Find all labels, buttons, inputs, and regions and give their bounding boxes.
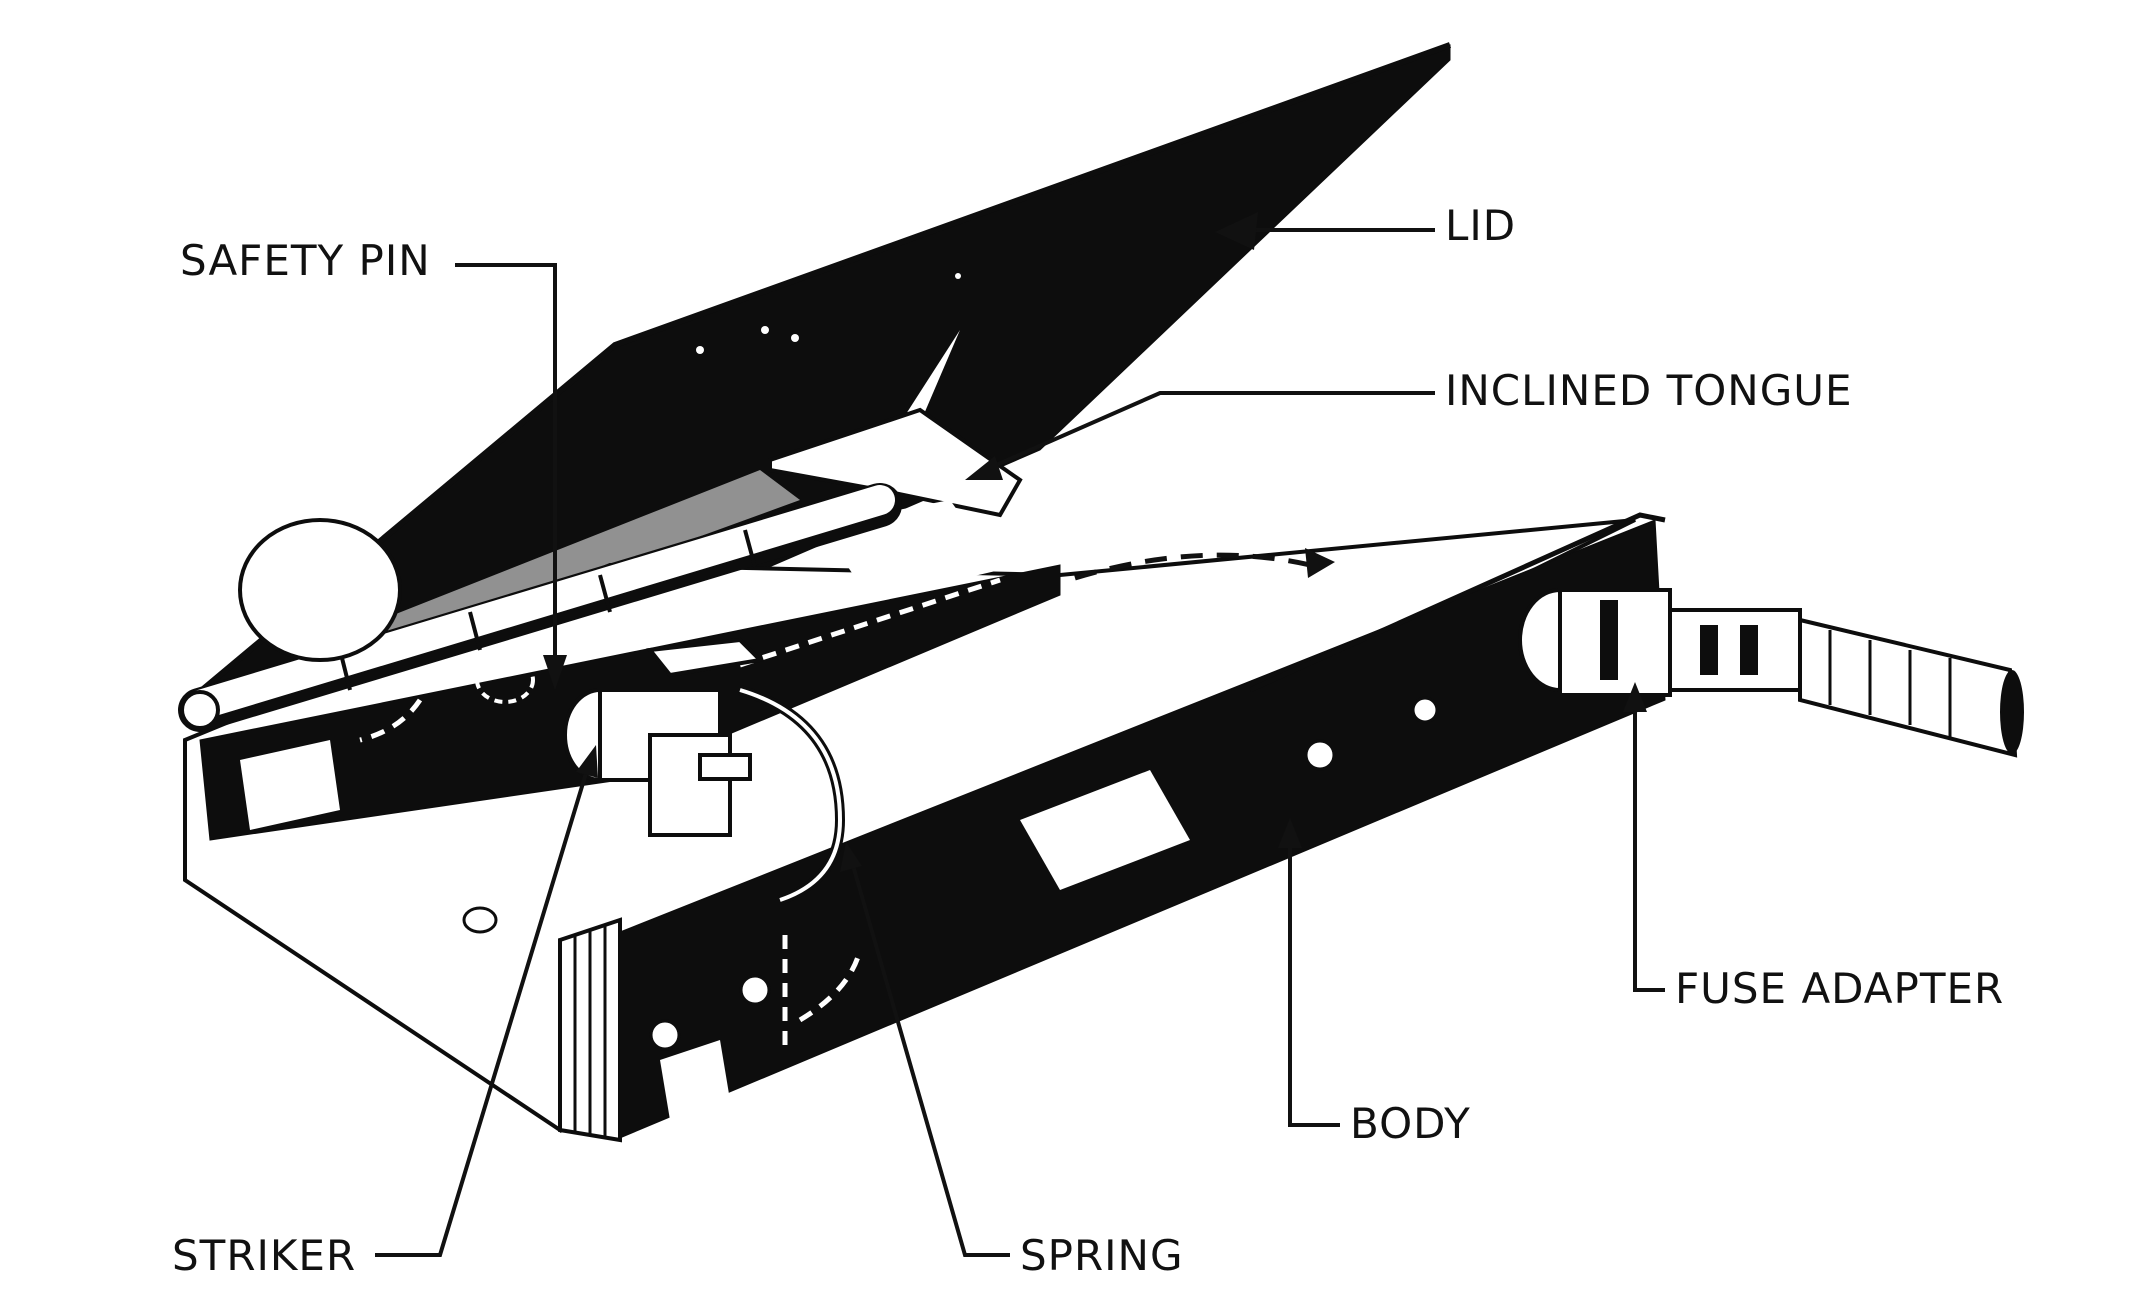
label-safety-pin: SAFETY PIN: [180, 236, 431, 285]
spring: [738, 685, 846, 905]
hinge-rod: [178, 483, 902, 732]
label-inclined-tongue: INCLINED TONGUE: [1445, 366, 1853, 415]
callout-safety-pin: [455, 263, 567, 690]
travel-arc: [1074, 552, 1311, 581]
callout-fuse-adapter: [1623, 682, 1665, 992]
callout-lid: [1215, 212, 1435, 250]
cable: [1798, 617, 2024, 758]
label-fuse-adapter: FUSE ADAPTER: [1675, 964, 2004, 1013]
callout-inclined-tongue: [965, 391, 1435, 480]
striker: [563, 637, 765, 837]
callout-striker: [375, 745, 598, 1257]
callout-body: [1278, 818, 1340, 1127]
label-striker: STRIKER: [172, 1231, 356, 1280]
travel-arrowhead: [1305, 548, 1335, 578]
label-lid: LID: [1445, 201, 1516, 250]
fuse-adapter: [1518, 588, 1802, 697]
safety-pin: [359, 656, 535, 743]
callout-spring: [840, 842, 1010, 1257]
label-spring: SPRING: [1020, 1231, 1184, 1280]
inclined-tongue: [768, 407, 1023, 518]
label-body: BODY: [1350, 1099, 1471, 1148]
